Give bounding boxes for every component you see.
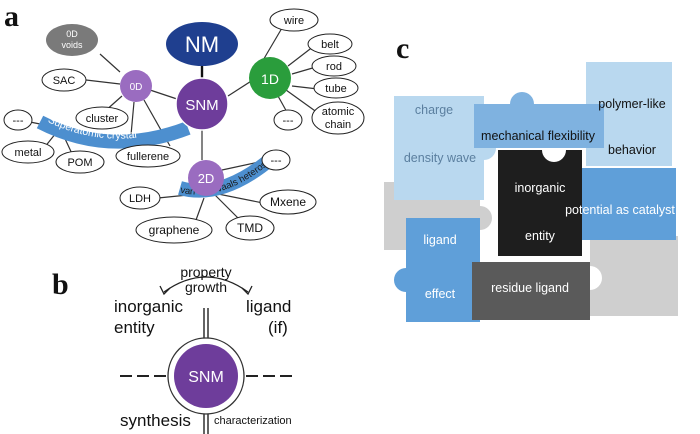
rod-label: rod	[326, 61, 342, 73]
panel-b-letter: b	[52, 268, 69, 301]
wire-label: wire	[283, 15, 304, 27]
atomic-line1: atomic	[322, 106, 355, 118]
density-wave-label: density wave	[404, 151, 476, 165]
tube-node	[313, 77, 359, 99]
arc-arrow-left-icon	[159, 285, 171, 296]
charge-label: charge	[415, 103, 453, 117]
puzzle-piece-ligand	[394, 218, 480, 322]
polymer-label: polymer-like	[598, 97, 665, 111]
dots1-node	[273, 109, 303, 131]
nm-label: NM	[185, 32, 219, 57]
ldh-label: LDH	[129, 193, 151, 205]
entity-label: entity	[114, 318, 155, 337]
puzzle-piece-charge	[394, 96, 496, 200]
dim-2d-label: 2D	[198, 171, 215, 186]
tmd-node	[225, 215, 275, 241]
pom-node	[55, 150, 105, 174]
puzzle	[384, 62, 678, 322]
ligand-label: ligand	[246, 297, 291, 316]
tmd-label: TMD	[237, 221, 263, 235]
snm-core	[174, 344, 238, 408]
puzzle-piece-residue	[472, 262, 590, 320]
panel-a: a	[0, 0, 365, 244]
ldh-node	[119, 186, 161, 210]
wire-node	[269, 8, 319, 32]
puzzle-piece-gray-right	[590, 236, 678, 316]
dots0-label: ---	[13, 115, 24, 127]
puzzle-piece-mechanical	[474, 92, 604, 148]
dim-2d-node	[188, 160, 224, 196]
residue-label: residue ligand	[491, 281, 569, 295]
voids-node	[46, 24, 98, 56]
dots1-label: ---	[283, 115, 294, 127]
dim-1d-label: 1D	[261, 71, 279, 87]
mechanical-label: mechanical flexibility	[481, 129, 596, 143]
snm-hub-label: SNM	[185, 97, 218, 114]
mxene-node	[259, 189, 317, 215]
catalyst-label: potential as catalyst	[565, 203, 675, 217]
panel-c: c charge density wave mechanical flexibi…	[384, 32, 678, 322]
if-label: (if)	[268, 318, 288, 337]
superatomic-arc	[36, 115, 191, 149]
inorganic-puzzle-label: inorganic	[515, 181, 566, 195]
property-label: property	[180, 264, 231, 280]
vertical-double-line	[203, 308, 209, 434]
snm-core-label: SNM	[188, 369, 224, 386]
growth-label: growth	[185, 279, 227, 295]
fullerene-node	[115, 144, 181, 168]
graphene-node	[135, 216, 213, 244]
tube-label: tube	[325, 83, 346, 95]
voids-line2: voids	[61, 40, 83, 50]
puzzle-piece-inorganic	[498, 150, 582, 256]
mxene-label: Mxene	[270, 195, 306, 209]
vdw-arc	[178, 152, 277, 198]
dim-1d-node	[249, 57, 291, 99]
belt-node	[307, 33, 353, 55]
sac-label: SAC	[53, 75, 76, 87]
cluster-node	[75, 106, 129, 130]
atomic-chain-node	[311, 101, 365, 135]
behavior-label: behavior	[608, 143, 656, 157]
inorganic-label: inorganic	[114, 297, 183, 316]
pom-label: POM	[67, 157, 92, 169]
cluster-label: cluster	[86, 113, 119, 125]
dots2-label: ---	[271, 155, 282, 167]
metal-node	[1, 140, 55, 164]
entity-puzzle-label: entity	[525, 229, 556, 243]
rod-node	[311, 55, 357, 77]
panel-a-letter: a	[4, 0, 19, 33]
synthesis-label: synthesis	[120, 411, 191, 430]
panel-b: b property growth inorganic entity ligan…	[52, 264, 296, 434]
dots2-node	[261, 149, 291, 171]
voids-line1: 0D	[66, 29, 78, 39]
dim-0d-node	[120, 70, 152, 102]
snm-hub-node	[175, 77, 229, 131]
belt-label: belt	[321, 39, 339, 51]
puzzle-piece-catalyst	[566, 168, 676, 240]
effect-label: effect	[425, 287, 456, 301]
atomic-line2: chain	[325, 119, 351, 131]
nm-node	[166, 22, 238, 66]
metal-label: metal	[15, 147, 42, 159]
dots0-node	[3, 109, 33, 131]
ligand-puzzle-label: ligand	[423, 233, 456, 247]
characterization-label: characterization	[214, 415, 292, 427]
panel-c-letter: c	[396, 32, 409, 65]
arc-arrow-right-icon	[241, 285, 253, 296]
property-growth-arc	[163, 276, 249, 293]
dim-0d-label: 0D	[130, 82, 143, 93]
graphene-label: graphene	[149, 223, 200, 237]
fullerene-label: fullerene	[127, 151, 169, 163]
sac-node	[41, 68, 87, 92]
